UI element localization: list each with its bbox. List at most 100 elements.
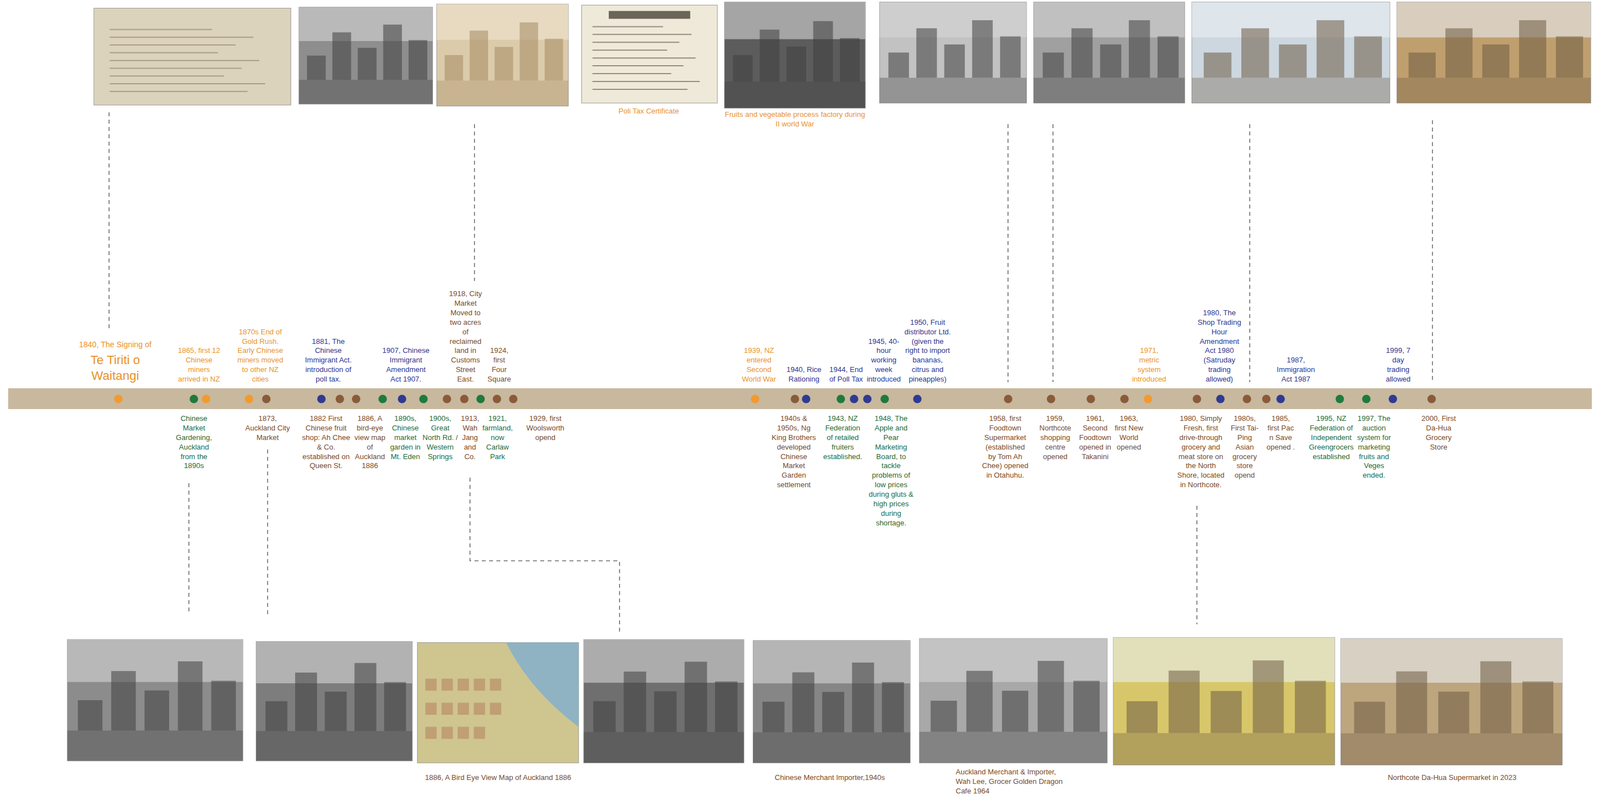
photo-detail [357,47,377,80]
photo-detail [888,52,910,78]
leader-line [108,112,110,332]
photo-detail [1354,702,1386,734]
event-label: 1995, NZ Federation of Independent Green… [1307,414,1355,462]
event-label: 1940s & 1950s, Ng King Brothers develope… [770,414,818,491]
photo-detail [1033,77,1186,103]
photo-frame [256,642,413,762]
timeline-dot [459,395,469,404]
photo-frame [753,640,911,764]
photo-detail [583,639,744,684]
leader-line [267,449,269,618]
photo-caption: Fruits and vegetable process factory dur… [724,110,866,130]
photo-detail [753,732,911,763]
photo-detail [473,703,486,716]
timeline-dot [836,395,845,404]
photo-detail [882,682,905,733]
photo-detail [1556,36,1584,79]
photo-placeholder [1113,637,1335,766]
photo-frame [724,2,866,109]
photo-detail [473,679,486,691]
photo-detail [592,80,700,83]
photo-detail [519,22,539,81]
event-label: 1918, City Market Moved to two acres of … [446,289,485,385]
timeline-dot [189,395,198,404]
timeline-dot [244,395,253,404]
photo-detail [383,24,402,80]
leader-line [1007,124,1009,383]
event-label: 1971, metric system introduced [1129,346,1169,385]
leader-line [473,124,476,282]
timeline-dot [1276,395,1285,404]
timeline-dot [442,395,451,404]
photo-detail [733,55,753,82]
photo-detail [919,731,1107,763]
photo-detail [109,91,248,93]
photo-detail [469,30,488,81]
timeline-dot [862,395,872,404]
event-label: 1944, End of Poll Tax [828,365,864,385]
photo-detail [67,639,243,683]
photo-placeholder [1340,638,1563,766]
event-label: 1959, Northcote shopping centre opened [1033,414,1077,462]
photo-detail [916,28,938,78]
photo-caption: Poli Tax Certificate [586,106,711,117]
timeline-dot [398,395,407,404]
photo-detail [1522,681,1554,734]
photo-detail [724,81,866,108]
timeline-dot [351,395,361,404]
photo-detail [654,691,677,732]
photo-frame [417,642,579,763]
photo-detail [684,662,708,733]
photo-placeholder [1191,2,1390,104]
photo-detail [425,726,437,739]
photo-detail [109,36,254,38]
event-label: 1921, farmland, now Carlaw Park [480,414,515,462]
photo-detail [1316,20,1345,78]
photo-frame [1340,638,1563,766]
photo-detail [78,700,103,731]
photo-detail [1252,660,1284,734]
event-label: 1980, Simply Fresh, first drive-through … [1175,414,1227,491]
photo-detail [436,3,569,40]
photo-detail [1157,36,1179,79]
photo-detail [592,33,692,35]
photo-detail [879,2,1027,38]
event-label: 1924, first Four Square [485,346,513,385]
photo-detail [1191,77,1390,103]
timeline-dot [476,395,485,404]
timeline-dot [1335,395,1345,404]
photo-caption: Chinese Merchant Importer,1940s [751,773,909,784]
photo-detail [1001,690,1029,732]
photo-detail [1395,671,1427,734]
photo-detail [441,679,453,691]
timeline-dot [1362,395,1371,404]
leader-line [1249,124,1251,383]
photo-detail [724,2,866,40]
photo-detail [265,701,288,732]
leader-line [469,477,620,635]
photo-frame [67,639,243,762]
photo-placeholder [724,2,866,109]
photo-detail [608,11,691,20]
photo-detail [1445,28,1473,78]
photo-detail [109,28,212,30]
photo-frame [1191,2,1390,104]
photo-detail [473,726,486,739]
photo-detail [944,44,966,78]
timeline-dot [1004,395,1013,404]
photo-detail [1354,36,1382,79]
photo-detail [1191,2,1390,38]
photo-detail [1100,44,1122,78]
timeline-dot [880,395,889,404]
photo-detail [1126,701,1158,734]
event-label: 1882 First Chinese fruit shop: Ah Chee &… [301,414,351,472]
photo-detail [592,57,696,59]
photo-detail [1397,2,1592,38]
photo-detail [821,692,844,733]
photo-detail [812,21,833,83]
photo-detail [879,77,1027,103]
photo-detail [592,65,684,67]
photo-detail [592,88,688,90]
photo-detail [1480,661,1512,734]
photo-detail [1113,733,1335,766]
